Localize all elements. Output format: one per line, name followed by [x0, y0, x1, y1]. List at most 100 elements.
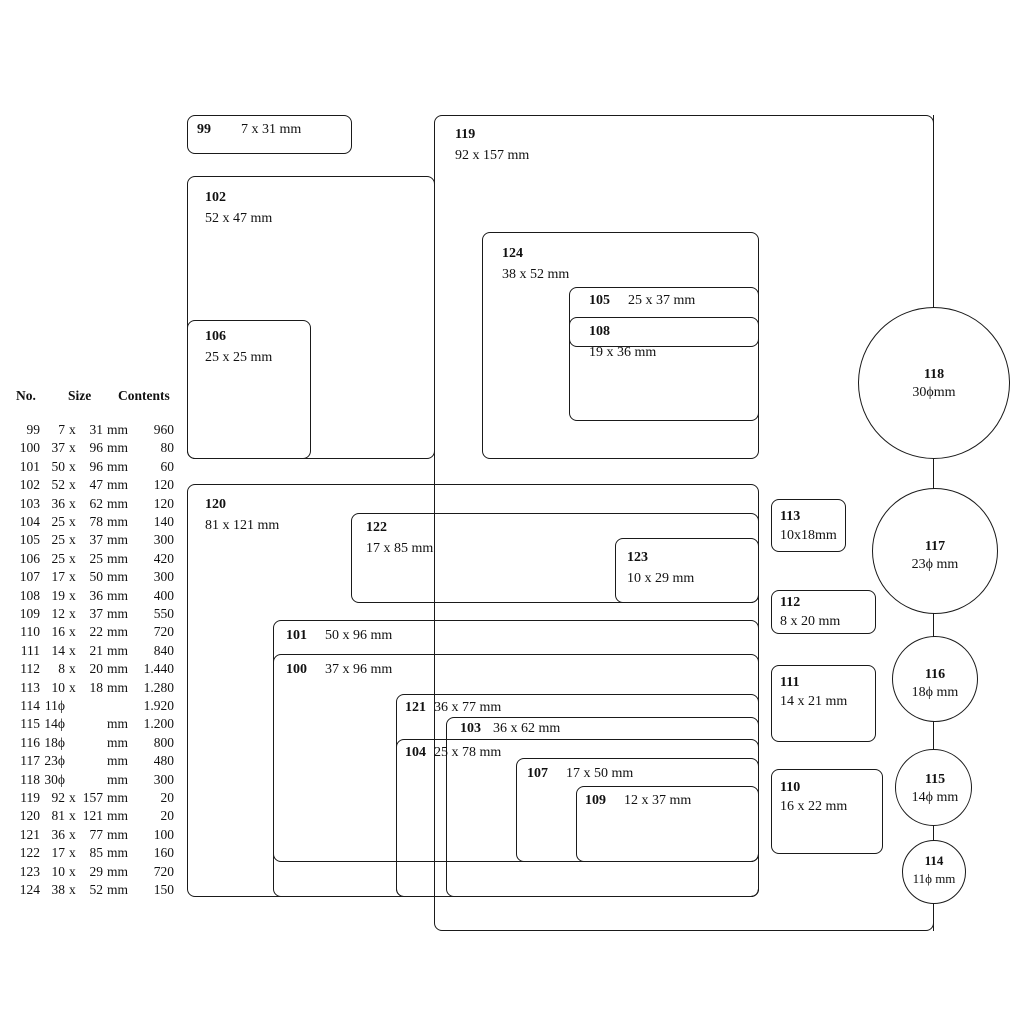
legend-cell-w: 14ϕ — [44, 716, 65, 732]
legend-cell-unit: mm — [107, 477, 129, 493]
legend-cell-no: 109 — [19, 606, 40, 621]
legend-cell-w: 30ϕ — [44, 771, 65, 787]
circle-116-outline — [892, 636, 978, 722]
circle-115-label: 115 14ϕ mm — [911, 772, 959, 805]
legend-cell-w: 10 — [51, 863, 66, 879]
box-102-label: 102 52 x 47 mm — [205, 190, 273, 226]
legend-cell-h: 96 — [89, 458, 104, 474]
legend-cell-contents: 150 — [153, 882, 174, 897]
legend-cell-no: 102 — [19, 477, 40, 493]
legend-cell-x: x — [69, 624, 76, 640]
legend-cell-no: 116 — [20, 734, 40, 750]
legend-cell-unit: mm — [107, 495, 129, 511]
legend-cell-contents: 120 — [153, 477, 174, 493]
legend-cell-contents: 720 — [153, 624, 174, 640]
box-111-label: 111 14 x 21 mm — [780, 675, 848, 709]
legend-cell-contents: 1.440 — [143, 661, 174, 677]
legend-cell-contents: 20 — [160, 808, 175, 824]
legend-cell-w: 17 — [51, 569, 66, 585]
legend-cell-contents: 800 — [153, 734, 174, 750]
legend-cell-h: 36 — [89, 587, 104, 603]
legend-cell-x: x — [69, 569, 76, 585]
legend-cell-w: 8 — [58, 661, 65, 677]
legend-cell-contents: 960 — [153, 422, 174, 437]
legend-cell-h: 21 — [89, 642, 104, 658]
legend-cell-x: x — [69, 458, 76, 474]
legend-cell-unit: mm — [107, 661, 129, 677]
legend-cell-unit: mm — [107, 550, 129, 566]
legend-cell-h: 62 — [89, 495, 104, 511]
legend-cell-unit: mm — [107, 569, 129, 585]
box-109-outline — [576, 786, 759, 862]
box-112-label: 112 8 x 20 mm — [780, 595, 841, 629]
box-108-label: 108 19 x 36 mm — [589, 324, 657, 360]
legend-cell-w: 10 — [51, 679, 66, 695]
legend-cell-contents: 20 — [160, 790, 175, 805]
legend-cell-x: x — [69, 642, 76, 658]
legend-cell-x: x — [69, 882, 76, 897]
box-120-label: 120 81 x 121 mm — [205, 497, 280, 533]
legend-cell-h: 50 — [89, 569, 104, 585]
legend-cell-unit: mm — [107, 422, 129, 437]
box-106-label: 106 25 x 25 mm — [205, 329, 273, 365]
legend-cell-x: x — [69, 863, 76, 879]
legend-cell-unit: mm — [107, 771, 129, 787]
legend-cell-contents: 140 — [153, 514, 174, 529]
legend-cell-unit: mm — [107, 642, 129, 658]
legend-cell-unit: mm — [107, 532, 129, 548]
legend-cell-x: x — [69, 440, 76, 456]
legend-cell-x: x — [69, 495, 76, 511]
legend-cell-contents: 60 — [160, 458, 175, 474]
legend-cell-x: x — [69, 606, 76, 621]
legend-cell-unit: mm — [107, 863, 129, 879]
legend-cell-w: 7 — [58, 422, 65, 437]
box-113-label: 113 10x18mm — [780, 509, 837, 543]
legend-cell-no: 113 — [20, 679, 40, 695]
legend-cell-unit: mm — [107, 458, 129, 474]
box-110-outline — [771, 769, 883, 854]
legend-cell-contents: 550 — [153, 606, 174, 621]
legend-cell-contents: 160 — [153, 845, 174, 861]
legend-cell-unit: mm — [107, 882, 129, 897]
legend-cell-w: 52 — [51, 477, 66, 493]
legend-cell-no: 122 — [19, 845, 40, 861]
box-124-label: 124 38 x 52 mm — [502, 246, 570, 282]
box-113-outline — [771, 499, 846, 552]
legend-cell-no: 123 — [19, 863, 40, 879]
legend-cell-no: 119 — [20, 790, 40, 805]
box-106-outline — [187, 320, 311, 459]
legend-cell-h: 77 — [89, 826, 104, 842]
legend-cell-x: x — [69, 550, 76, 566]
legend-header-size: Size — [68, 388, 92, 403]
legend-cell-no: 118 — [20, 771, 40, 787]
legend-cell-x: x — [69, 790, 76, 805]
legend-cell-h: 18 — [89, 679, 104, 695]
legend-cell-h: 20 — [89, 661, 104, 677]
legend-cell-h: 37 — [89, 606, 104, 621]
legend-cell-contents: 1.280 — [143, 679, 174, 695]
box-105-outline — [569, 287, 759, 347]
legend-cell-no: 103 — [19, 495, 40, 511]
legend-cell-h: 52 — [89, 882, 104, 897]
legend-cell-contents: 300 — [153, 771, 174, 787]
legend-cell-no: 124 — [19, 882, 40, 897]
box-123-label: 123 10 x 29 mm — [627, 550, 695, 586]
legend-cell-w: 37 — [51, 440, 66, 456]
legend-cell-no: 112 — [20, 661, 40, 677]
legend-cell-no: 115 — [20, 716, 40, 732]
legend-cell-h: 121 — [82, 808, 103, 824]
